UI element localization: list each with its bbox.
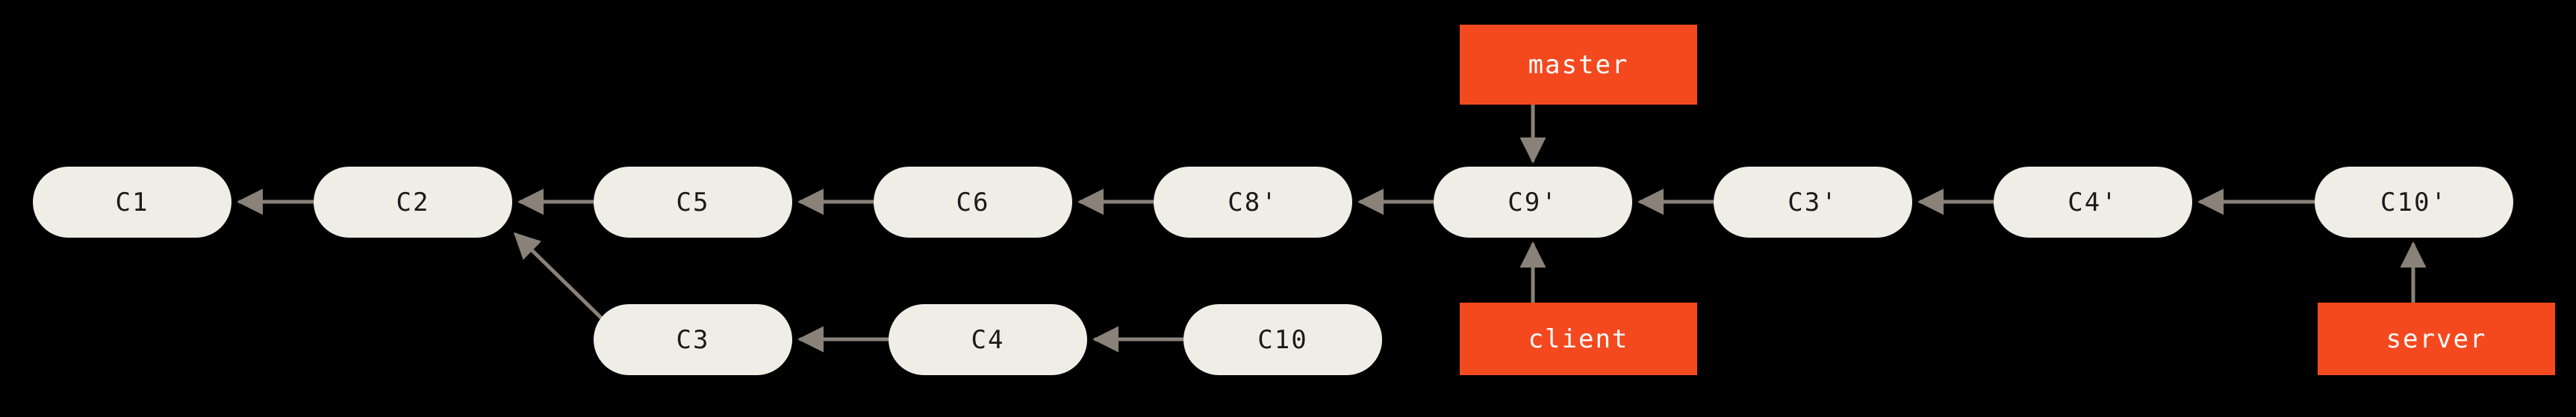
commit-node-c4[interactable]: C4 [889,304,1087,375]
commit-node-c9-prime[interactable]: C9' [1434,167,1632,238]
commit-node-c3-prime[interactable]: C3' [1714,167,1912,238]
commit-node-c3[interactable]: C3 [594,304,792,375]
branch-label-client[interactable]: client [1460,303,1697,375]
commit-node-c6[interactable]: C6 [874,167,1072,238]
commit-node-c10[interactable]: C10 [1183,304,1382,375]
commit-node-c10-prime[interactable]: C10' [2315,167,2513,238]
branch-label-server[interactable]: server [2318,303,2555,375]
commit-node-c8-prime[interactable]: C8' [1154,167,1352,238]
commit-node-c5[interactable]: C5 [594,167,792,238]
commit-node-c1[interactable]: C1 [33,167,231,238]
commit-node-c2[interactable]: C2 [314,167,512,238]
branch-label-master[interactable]: master [1460,25,1697,105]
commit-node-c4-prime[interactable]: C4' [1994,167,2192,238]
edge-c3-to-c2-diagonal [513,232,608,324]
